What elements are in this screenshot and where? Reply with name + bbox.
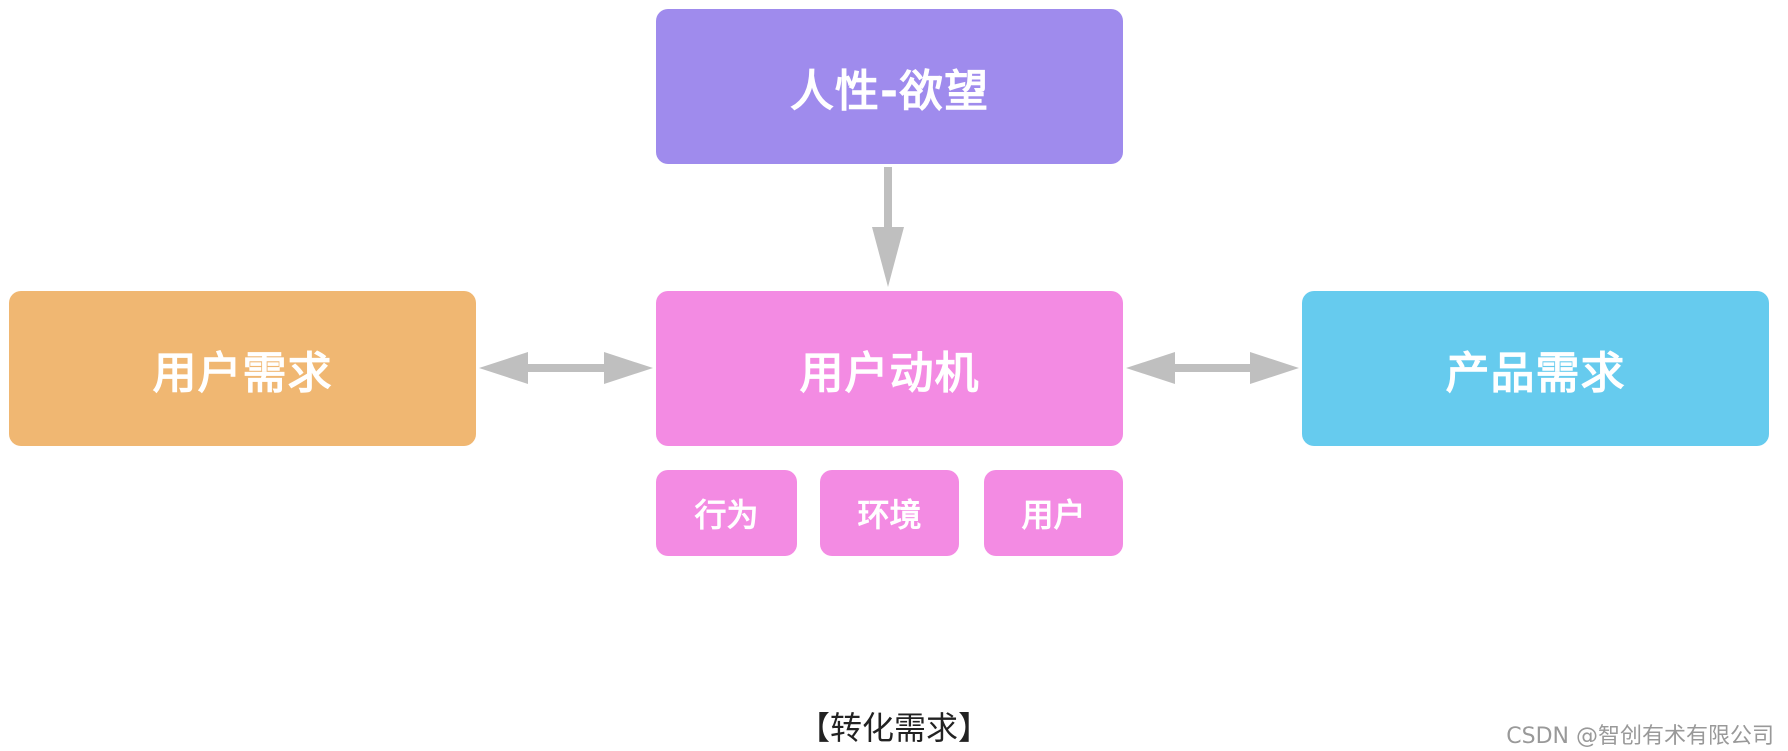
- node-user-motive-label: 用户动机: [799, 347, 980, 399]
- tag-user: 用户: [984, 470, 1123, 556]
- tag-user-label: 用户: [1021, 496, 1086, 534]
- watermark: CSDN @智创有术有限公司: [1506, 724, 1774, 749]
- node-product-need: 产品需求: [1302, 291, 1769, 446]
- node-desire: 人性-欲望: [656, 9, 1123, 164]
- tag-behavior: 行为: [656, 470, 797, 556]
- arrow-motive-product-need: [1126, 352, 1299, 384]
- node-product-need-label: 产品需求: [1445, 347, 1626, 399]
- node-user-need-label: 用户需求: [152, 347, 333, 399]
- arrow-user-need-motive: [479, 352, 653, 384]
- arrow-desire-to-motive: [872, 167, 904, 287]
- node-user-motive: 用户动机: [656, 291, 1123, 446]
- diagram-caption: 【转化需求】: [797, 709, 990, 747]
- tag-environment-label: 环境: [857, 496, 922, 534]
- node-desire-label: 人性-欲望: [789, 65, 990, 117]
- node-user-need: 用户需求: [9, 291, 476, 446]
- tag-behavior-label: 行为: [694, 496, 759, 534]
- tag-environment: 环境: [820, 470, 959, 556]
